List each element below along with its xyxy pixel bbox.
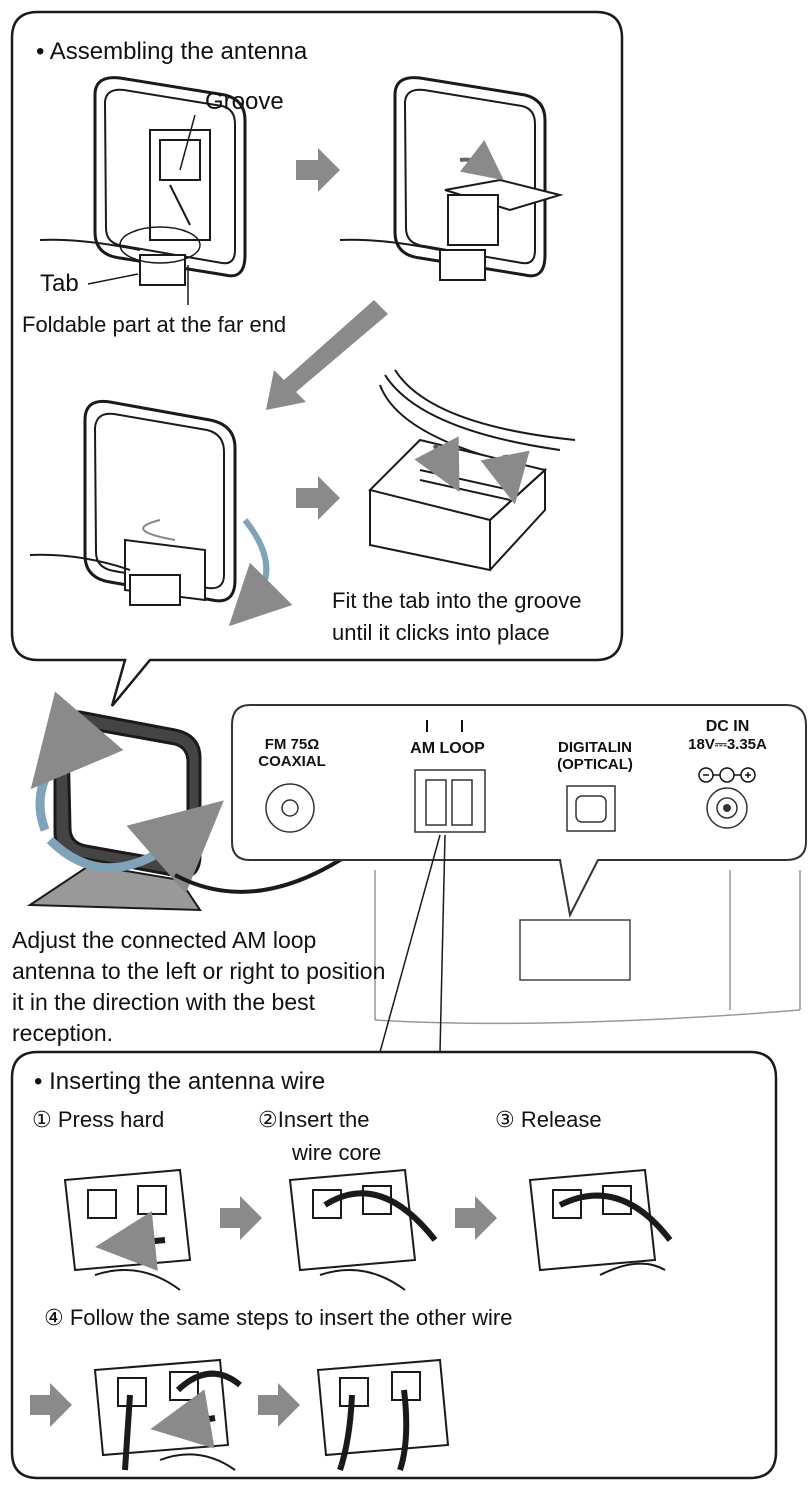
arrow-right-2	[296, 476, 340, 520]
fit-caption-line2: until it clicks into place	[332, 620, 550, 645]
step2-label-line1: ②Insert the	[258, 1107, 370, 1132]
press-arrow-2	[150, 1389, 216, 1449]
arrow-step-4a	[30, 1383, 72, 1427]
step4-label: ④ Follow the same steps to insert the ot…	[44, 1305, 513, 1330]
wire-step4a-1	[122, 1394, 133, 1471]
am-loop-terminal	[414, 769, 486, 833]
loop-antenna-step3	[29, 399, 237, 606]
rotate-arrow-right	[46, 800, 224, 894]
am-loop-antenna	[26, 710, 202, 912]
press-arrow	[95, 1211, 166, 1271]
fold-arrow	[459, 139, 504, 181]
am-loop-label: AM LOOP	[410, 740, 485, 757]
dc-in-label-line1: DC IN	[705, 718, 750, 735]
digital-optical-jack	[566, 785, 616, 832]
rear-panel-box	[231, 704, 807, 919]
arrow-step-2-3	[455, 1196, 497, 1240]
polarity-symbol	[698, 767, 756, 783]
wire-step3	[558, 1192, 673, 1242]
arrow-diagonal	[266, 300, 388, 410]
clip-arrow-right	[480, 450, 530, 505]
tab-label: Tab	[40, 270, 79, 297]
arrow-step-1-2	[220, 1196, 262, 1240]
fm-label-line2: COAXIAL	[258, 753, 326, 770]
foldable-label: Foldable part at the far end	[22, 312, 287, 337]
terminal-step3	[528, 1168, 666, 1276]
groove-label: Groove	[205, 88, 284, 115]
digital-label-line2: (OPTICAL)	[557, 756, 633, 773]
fit-caption-line1: Fit the tab into the groove	[332, 588, 582, 613]
fm-coaxial-jack	[265, 783, 315, 833]
dc-in-label-line2: 18V⎓3.35A	[688, 736, 767, 753]
digital-label-line1: DIGITALIN	[558, 739, 632, 756]
fm-label-line1: FM 75Ω	[264, 736, 320, 753]
arrow-step-4b	[258, 1383, 300, 1427]
rotate-arrow-small	[228, 518, 293, 627]
step3-label: ③ Release	[495, 1107, 602, 1132]
terminal-step4b	[316, 1358, 450, 1457]
adjust-note: Adjust the connected AM loop antenna to …	[12, 927, 386, 1046]
wire-step4b-2	[397, 1389, 410, 1471]
unit-body	[374, 870, 801, 1025]
tab-leader	[87, 273, 139, 285]
wire-step2	[323, 1190, 438, 1242]
loop-antenna-step2	[339, 76, 564, 281]
rotate-arrow-left	[30, 691, 124, 832]
leader-line-left	[379, 834, 441, 1053]
leader-line-right	[439, 834, 446, 1053]
step2-label-line2: wire core	[292, 1140, 382, 1165]
groove-leader	[179, 114, 196, 171]
step1-label: ① Press hard	[32, 1107, 165, 1132]
clip-arrow-left	[414, 436, 460, 493]
wire-step4b-1	[337, 1394, 355, 1471]
inserting-title: • Inserting the antenna wire	[34, 1068, 326, 1095]
loop-antenna-step1	[39, 76, 247, 286]
assembling-title: • Assembling the antenna	[36, 38, 308, 65]
arrow-right-1	[296, 148, 340, 192]
wire-step4a-2	[175, 1370, 242, 1393]
